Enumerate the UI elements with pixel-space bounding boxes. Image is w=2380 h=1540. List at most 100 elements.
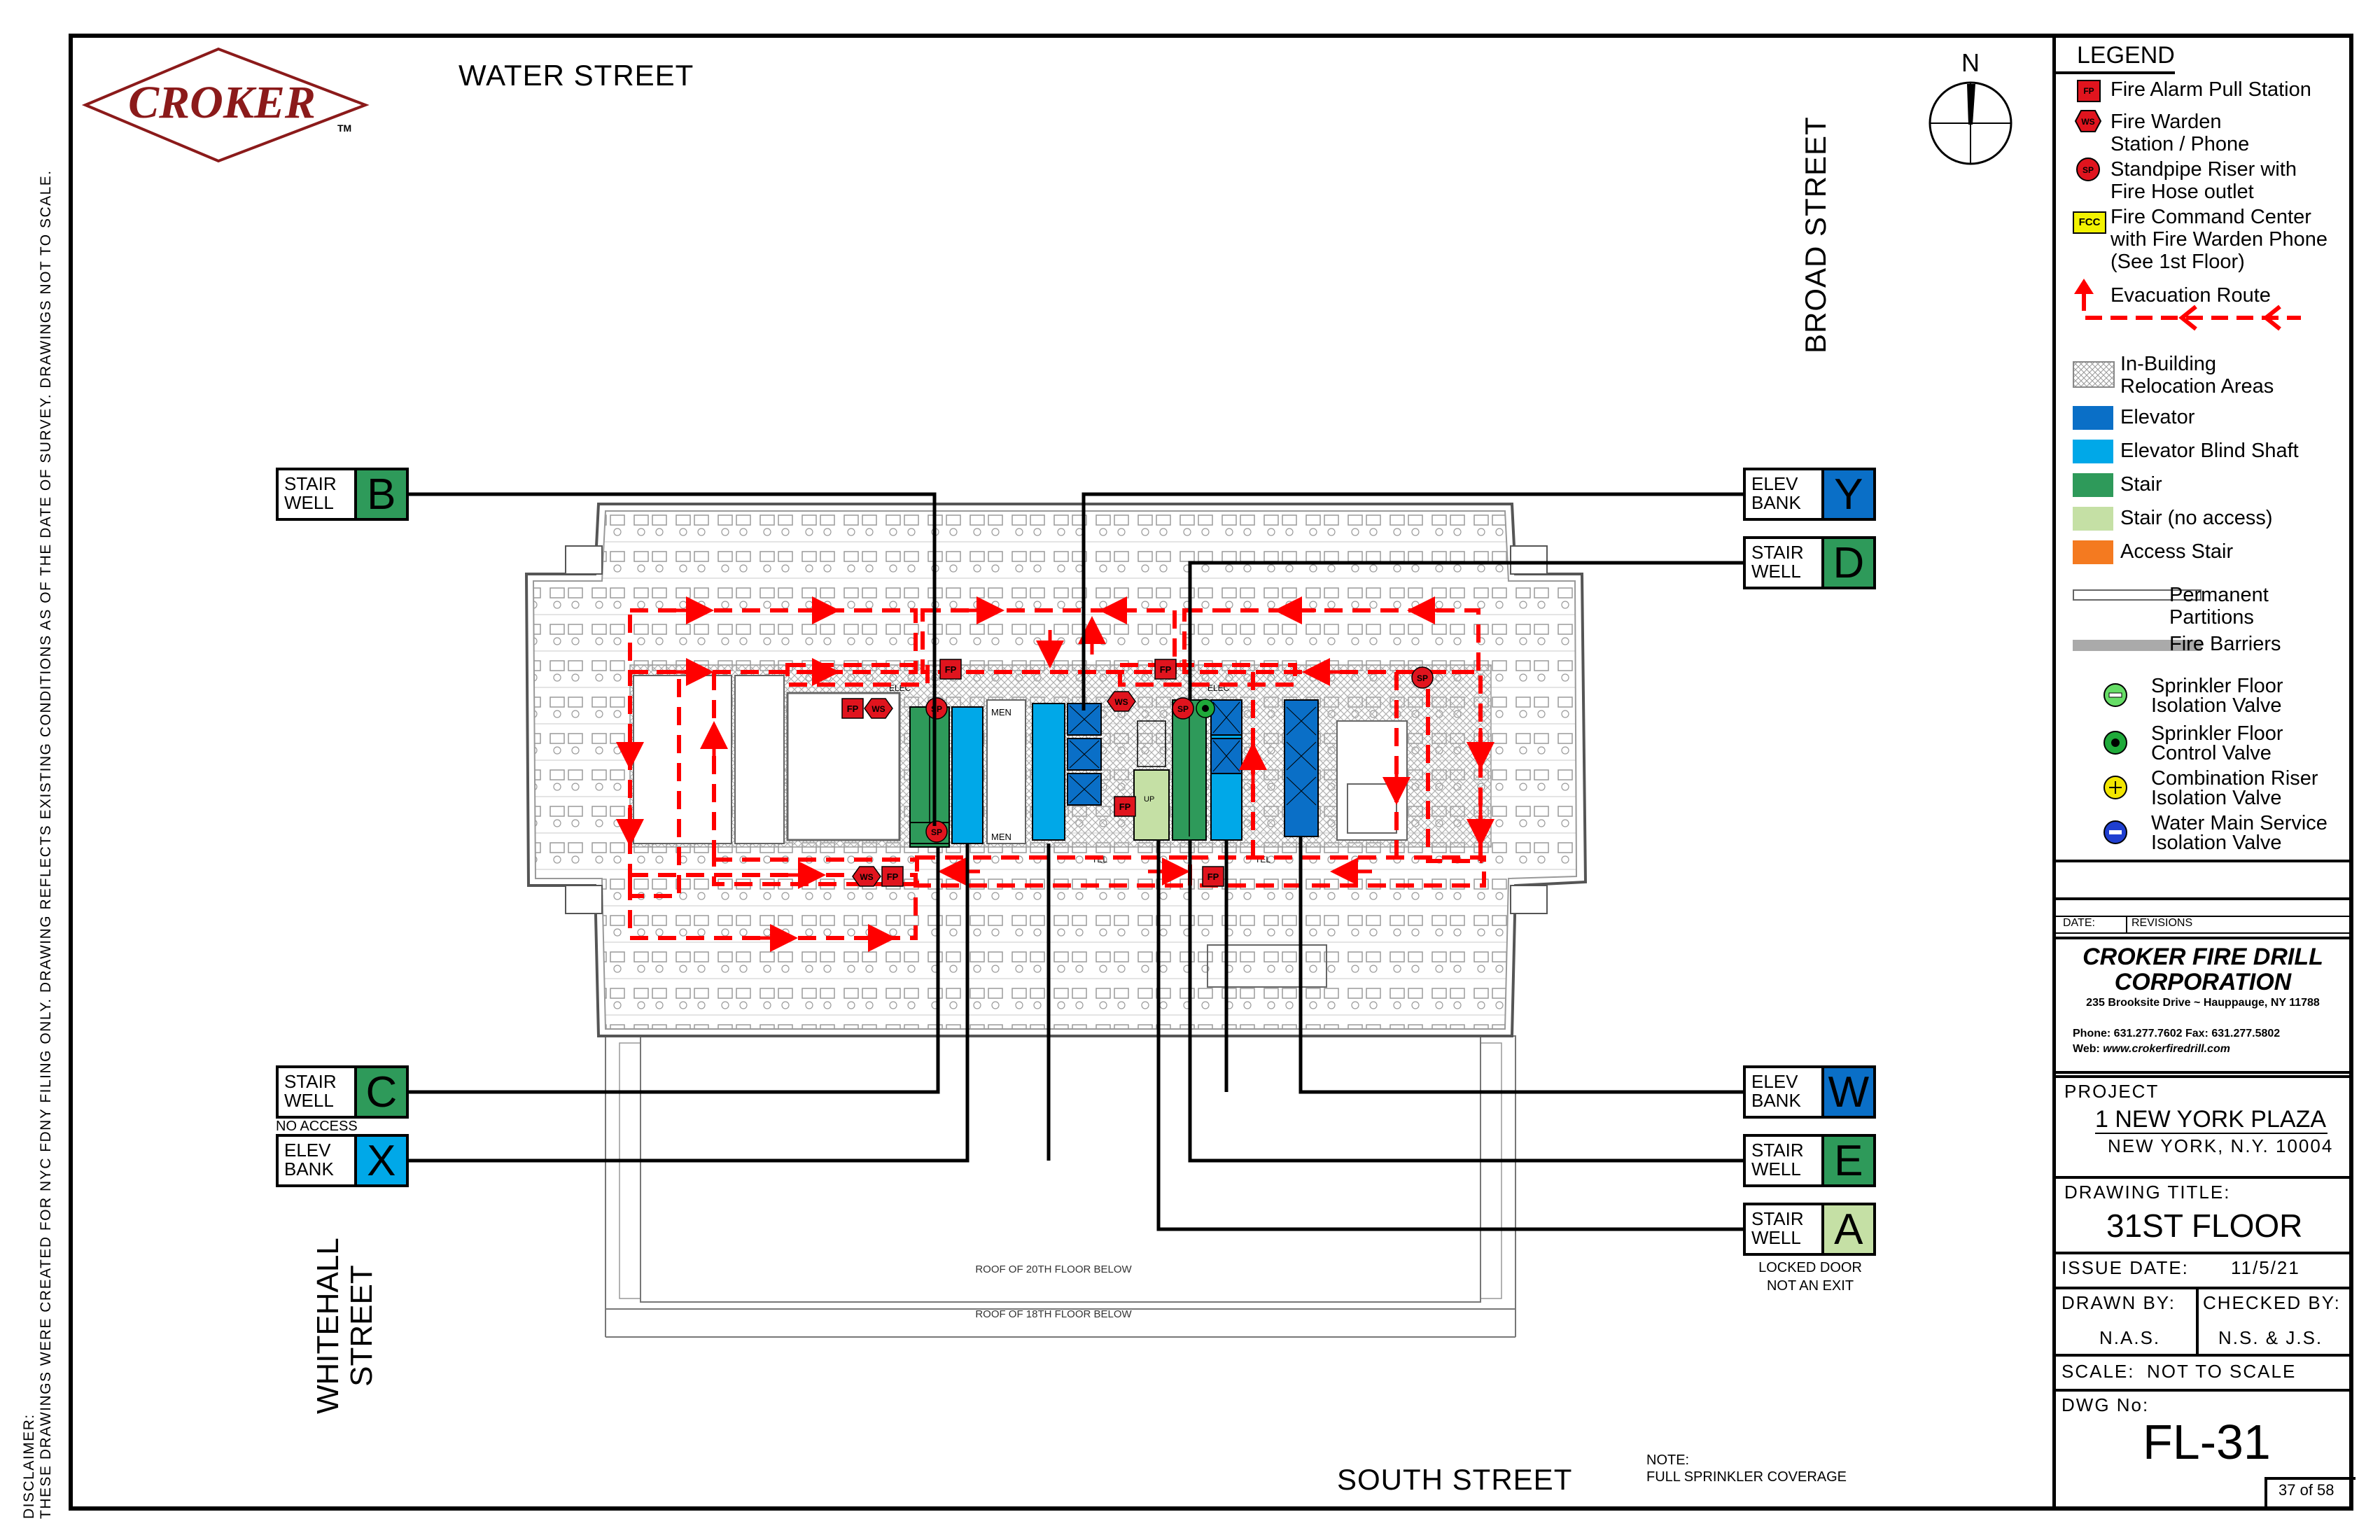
drawing-title-label: DRAWING TITLE: [2064,1182,2231,1203]
legend-elevator-swatch [2073,406,2113,430]
logo-tm: TM [337,122,351,134]
legend-elevator: Elevator [2120,406,2195,428]
callout-stair-d-letter: D [1821,539,1873,587]
north-arrow: N [1928,48,2012,165]
ws-marker-2: WS [860,872,873,882]
legend-partitions-swatch [2073,589,2202,601]
ws-marker-3: WS [1114,697,1128,707]
project-city: NEW YORK, N.Y. 10004 [2108,1135,2334,1156]
sheet-number: 37 of 58 [2278,1481,2334,1499]
company-name-1: CROKER FIRE DRILL [2082,944,2323,970]
fp-marker-3: FP [887,872,899,882]
logo-text: CROKER [128,77,316,128]
legend-evac-icon [2074,279,2301,331]
roof-18-label: ROOF OF 18TH FLOOR BELOW [975,1308,1132,1320]
compass-n-label: N [1961,48,1980,77]
legend-water-main-icon [2104,820,2127,844]
project-name: 1 NEW YORK PLAZA [2095,1106,2327,1133]
fp-marker-2: FP [945,664,957,675]
callout-elev-y-letter: Y [1821,470,1873,519]
legend-stair-no-access-swatch [2073,507,2113,531]
standpipe-markers: SP SP SP SP [925,666,1434,843]
scale-value: NOT TO SCALE [2147,1361,2297,1382]
drawing-title: 31ST FLOOR [2106,1208,2303,1244]
fire-warden-markers: WS WS WS [852,691,1136,887]
stair-a-note: LOCKED DOOR NOT AN EXIT [1749,1259,1872,1295]
roof-20-label: ROOF OF 20TH FLOOR BELOW [975,1264,1132,1275]
company-phone: Phone: 631.277.7602 Fax: 631.277.5802 [2073,1028,2281,1040]
street-south: SOUTH STREET [1337,1463,1573,1496]
svg-text:WS: WS [2081,117,2094,127]
callout-elev-w-letter: W [1821,1068,1873,1116]
issue-date-label: ISSUE DATE: [2062,1257,2189,1278]
legend-fire-barriers: Fire Barriers [2169,633,2281,655]
callout-stair-a-letter: A [1821,1205,1873,1254]
checked-by: N.S. & J.S. [2218,1327,2323,1348]
legend-fire-warden-icon: WS [2074,110,2102,132]
legend-sprinkler-iso-icon [2104,683,2127,707]
legend-fire-alarm: Fire Alarm Pull Station [2110,78,2311,101]
stair-a-note-line2: NOT AN EXIT [1766,1278,1854,1294]
fp-marker-5: FP [1208,872,1219,882]
company-name-2: CORPORATION [2114,969,2292,995]
issue-date: 11/5/21 [2231,1257,2300,1278]
legend-access-stair: Access Stair [2120,540,2234,563]
legend-stair-swatch [2073,473,2113,497]
title-block: LEGEND FP Fire Alarm Pull Station WS Fir… [2052,34,2356,1511]
legend-combo-riser-icon [2104,776,2127,799]
legend-fcc-icon: FCC [2073,211,2106,234]
legend-blind-shaft: Elevator Blind Shaft [2120,440,2299,462]
callout-elev-x-letter: X [354,1137,406,1185]
checked-by-label: CHECKED BY: [2203,1292,2341,1313]
callout-stair-e-letter: E [1821,1137,1873,1185]
scale-label: SCALE: [2062,1361,2135,1382]
legend-stair-no-access: Stair (no access) [2120,507,2273,529]
company-web: Web: www.crokerfiredrill.com [2073,1043,2230,1055]
fp-marker-4: FP [1160,664,1172,675]
stair-a [1133,769,1170,841]
sp-marker-2: SP [931,827,942,837]
legend-standpipe-icon: SP [2076,158,2100,181]
dwg-number: FL-31 [2143,1415,2271,1469]
fp-marker-6: FP [1119,802,1131,812]
company-address: 235 Brooksite Drive ~ Hauppauge, NY 1178… [2086,997,2320,1009]
legend-fire-barriers-swatch [2073,640,2202,651]
sprinkler-control-valve [1196,699,1215,718]
conference-table [1207,944,1327,988]
legend-fire-alarm-icon: FP [2077,80,2101,102]
sp-marker-4: SP [1417,673,1428,683]
legend-title: LEGEND [2077,42,2175,69]
up-label: UP [1144,795,1154,804]
drawing-frame [69,34,2353,1511]
evac-arrows [616,596,1494,952]
legend-blind-shaft-swatch [2073,440,2113,463]
legend-stair: Stair [2120,473,2162,496]
dwg-label: DWG No: [2062,1394,2150,1415]
fp-marker-1: FP [847,704,859,714]
svg-text:SP: SP [2082,165,2094,175]
legend-access-stair-swatch [2073,540,2113,564]
elev-x-shaft [951,706,983,844]
floor-plan: ROOF OF 20TH FLOOR BELOW ROOF OF 18TH FL… [490,492,1588,1338]
